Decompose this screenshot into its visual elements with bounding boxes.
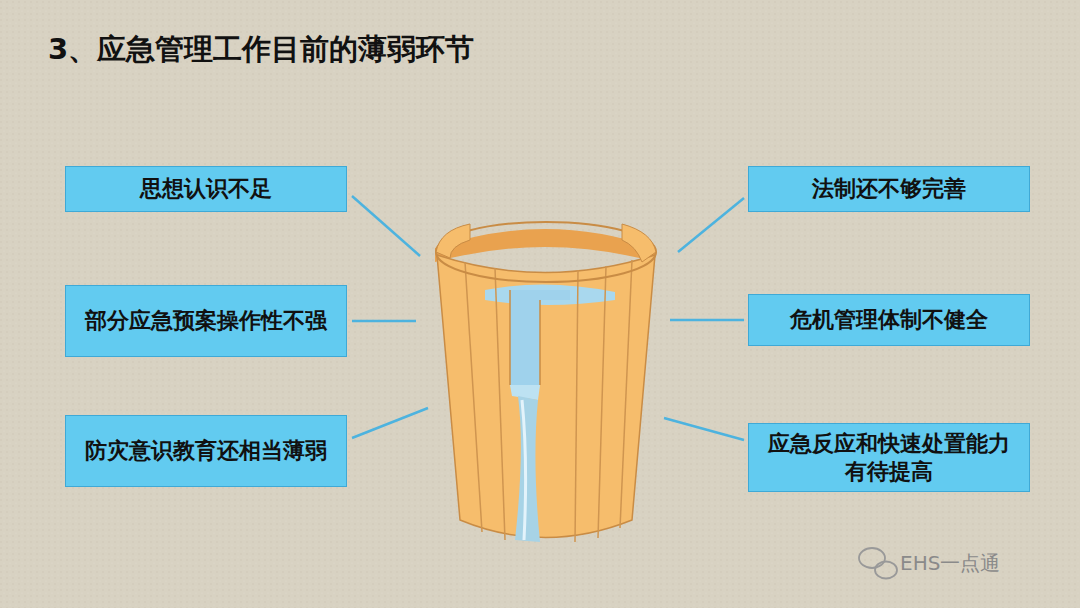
box-text: 危机管理体制不健全	[790, 306, 988, 334]
box-text: 防灾意识教育还相当薄弱	[85, 437, 327, 465]
weakness-box: 防灾意识教育还相当薄弱	[65, 415, 347, 487]
wechat-icon	[859, 548, 897, 579]
weakness-box: 部分应急预案操作性不强	[65, 285, 347, 357]
weakness-box: 应急反应和快速处置能力有待提高	[748, 423, 1030, 492]
box-text: 法制还不够完善	[812, 175, 966, 203]
box-text: 应急反应和快速处置能力有待提高	[763, 430, 1015, 485]
weakness-box: 思想认识不足	[65, 166, 347, 212]
box-text: 部分应急预案操作性不强	[85, 307, 327, 335]
weakness-box: 危机管理体制不健全	[748, 294, 1030, 346]
weakness-box: 法制还不够完善	[748, 166, 1030, 212]
slide-title: 3、应急管理工作目前的薄弱环节	[48, 30, 474, 70]
box-text: 思想认识不足	[140, 175, 272, 203]
watermark: EHS一点通	[900, 550, 1000, 577]
